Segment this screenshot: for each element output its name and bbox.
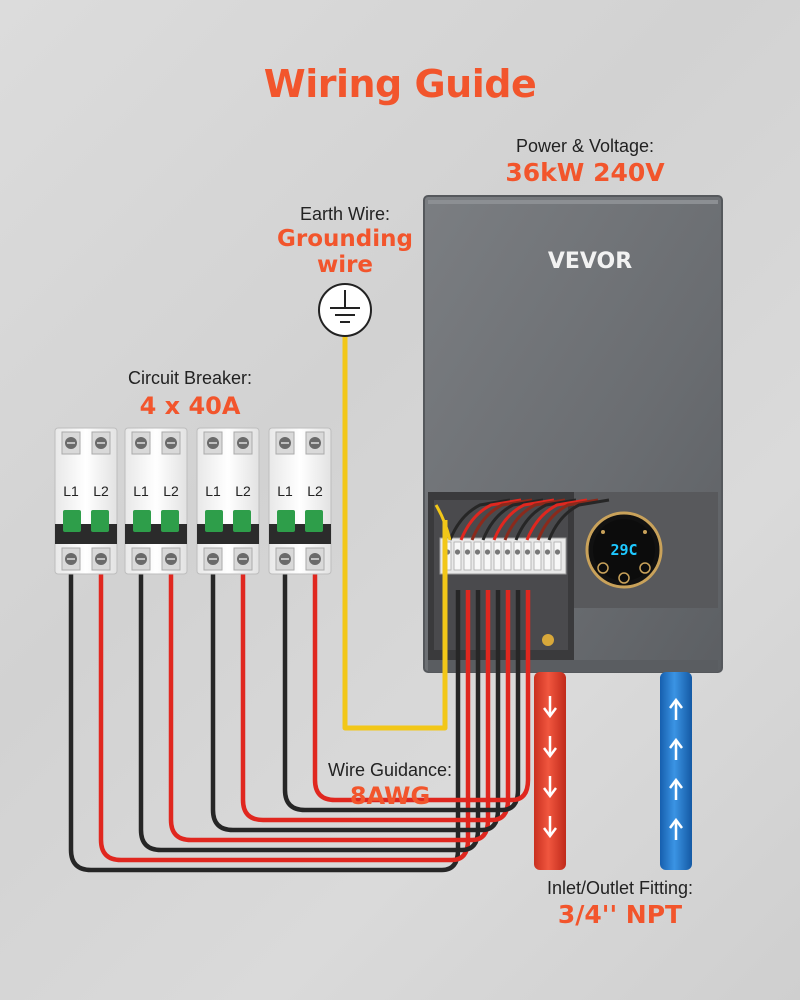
- brand-logo: VEVOR: [548, 249, 632, 274]
- page-title: Wiring Guide: [263, 62, 537, 106]
- pipes: [534, 672, 692, 870]
- circuit-breaker-3: L1 L2: [196, 427, 260, 575]
- supply-wire: [68, 572, 461, 873]
- breaker-l1-label: L1: [277, 483, 293, 499]
- power-value: 36kW 240V: [505, 158, 665, 187]
- power-label: Power & Voltage:: [515, 136, 655, 156]
- ground-symbol-icon: [318, 283, 372, 337]
- breaker-value: 4 x 40A: [139, 392, 241, 420]
- circuit-breaker-1: L1 L2: [54, 427, 118, 575]
- dial-buttons: [597, 530, 651, 584]
- cold-inlet-pipe: [660, 672, 692, 870]
- circuit-breaker-4: L1 L2: [268, 427, 332, 575]
- fitting-value: 3/4'' NPT: [557, 900, 683, 929]
- breaker-l1-label: L1: [133, 483, 149, 499]
- breaker-l2-label: L2: [235, 483, 251, 499]
- power-icon: [618, 572, 630, 584]
- terminal-block: [439, 537, 567, 575]
- wire-value: 8AWG: [349, 782, 431, 810]
- earth-value-line2: wire: [316, 252, 374, 278]
- earth-value: Grounding wire: [250, 226, 440, 278]
- water-heater: [423, 195, 723, 673]
- down-icon: [597, 562, 609, 574]
- circuit-breaker-2: L1 L2: [124, 427, 188, 575]
- breaker-l2-label: L2: [93, 483, 109, 499]
- breaker-label: Circuit Breaker:: [127, 368, 253, 388]
- circuit-breakers: L1 L2 L1 L2 L1 L2 L1 L2: [54, 427, 332, 575]
- supply-wire: [312, 572, 531, 803]
- temperature-readout: 29C: [610, 541, 637, 559]
- earth-value-line1: Grounding: [277, 226, 413, 252]
- earth-label: Earth Wire:: [299, 204, 391, 224]
- breaker-l2-label: L2: [307, 483, 323, 499]
- breaker-l2-label: L2: [163, 483, 179, 499]
- hot-outlet-pipe: [534, 672, 566, 870]
- breaker-l1-label: L1: [205, 483, 221, 499]
- breaker-l1-label: L1: [63, 483, 79, 499]
- fitting-label: Inlet/Outlet Fitting:: [546, 878, 694, 898]
- ground-wire: [342, 328, 448, 731]
- up-icon: [639, 562, 651, 574]
- supply-wires: [68, 572, 531, 873]
- wire-label: Wire Guidance:: [327, 760, 453, 780]
